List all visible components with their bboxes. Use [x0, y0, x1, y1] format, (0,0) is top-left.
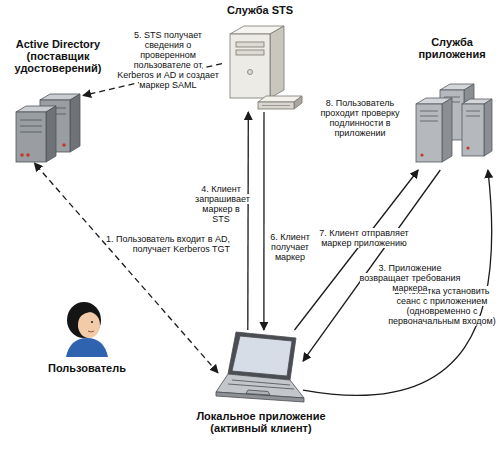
- server-node: Локальное приложение (активный клиент): [218, 330, 303, 408]
- laptop-icon: [216, 332, 304, 402]
- server-node: Active Directory (поставщик удостоверени…: [8, 88, 83, 163]
- connector-arrow: [263, 112, 264, 330]
- person-icon: [66, 302, 108, 357]
- step-label: 8. Пользователь проходит проверку подлин…: [320, 98, 399, 138]
- step-label: 4. Клиент запрашивает маркер в STS: [195, 184, 250, 224]
- server-node: Служба STS: [222, 24, 297, 112]
- server-icon: [16, 94, 80, 162]
- server-node: Пользователь: [62, 302, 112, 357]
- connector-arrow: [247, 112, 249, 330]
- node-heading: Пользователь: [42, 362, 132, 374]
- node-heading: Служба приложения: [410, 36, 494, 60]
- server-icon: [230, 26, 302, 109]
- server-node: Служба приложения: [410, 78, 492, 170]
- connector-arrow: [295, 170, 419, 330]
- node-heading: Служба STS: [214, 4, 306, 16]
- edge-label-box: 1. Пользователь входит в AD, получает Ke…: [95, 234, 230, 254]
- edge-label-box: 4. Клиент запрашивает маркер в STS: [195, 184, 247, 224]
- step-label: 7. Клиент отправляет маркер приложению: [319, 228, 408, 248]
- server-icon: [416, 84, 492, 162]
- node-heading: Active Directory (поставщик удостоверени…: [5, 38, 111, 74]
- step-label: 1. Пользователь входит в AD, получает Ke…: [106, 234, 230, 254]
- node-heading: Локальное приложение (активный клиент): [186, 410, 336, 434]
- connector-arrow: [34, 163, 218, 373]
- step-label: 6. Клиент получает маркер: [270, 232, 310, 262]
- edge-label-box: 5. STS получает сведения о проверенном п…: [116, 30, 220, 90]
- edge-label-box: 7. Клиент отправляет маркер приложению: [316, 228, 412, 248]
- edge-label-box: 6. Клиент получает маркер: [268, 232, 312, 262]
- note-box: 8. Пользователь проходит проверку подлин…: [312, 98, 408, 138]
- edge-label-box: 3. Приложение возвращает требования марк…: [355, 263, 465, 293]
- step-label: 5. STS получает сведения о проверенном п…: [117, 30, 219, 90]
- step-label: 3. Приложение возвращает требования марк…: [360, 263, 461, 293]
